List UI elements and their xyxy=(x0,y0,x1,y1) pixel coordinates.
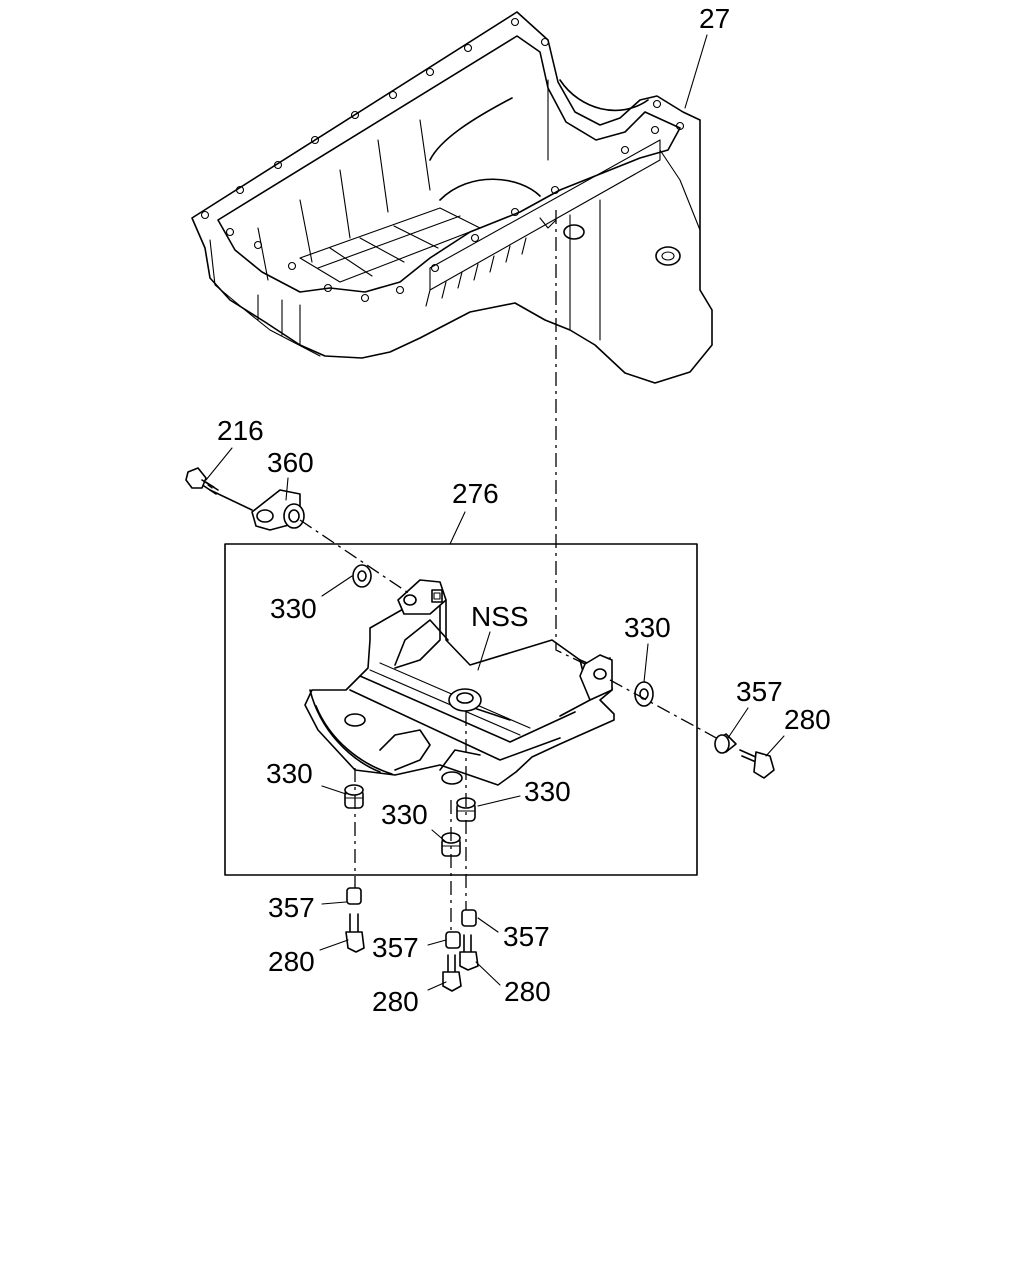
bracket-360 xyxy=(251,489,305,531)
grommet-bottom-left xyxy=(344,784,364,809)
baffle-plate xyxy=(304,579,615,786)
grommet-top-left xyxy=(352,564,372,588)
oil-pan xyxy=(191,11,713,384)
collar-bottom-center xyxy=(445,931,461,949)
callout-357-bottom-left: 357 xyxy=(268,892,315,923)
callout-357-bottom-center: 357 xyxy=(372,932,419,963)
collar-bottom-right xyxy=(461,909,477,927)
callout-357-bottom-right: 357 xyxy=(503,921,550,952)
callout-280-bottom-right: 280 xyxy=(504,976,551,1007)
bolt-right xyxy=(739,749,775,779)
callout-280-bottom-center: 280 xyxy=(372,986,419,1017)
callout-280-right: 280 xyxy=(784,704,831,735)
bolt-bottom-center xyxy=(442,954,462,992)
collar-right xyxy=(714,733,737,754)
callout-330-top-left: 330 xyxy=(270,593,317,624)
callout-330-bottom-center: 330 xyxy=(381,799,428,830)
callout-280-bottom-left: 280 xyxy=(268,946,315,977)
callout-216: 216 xyxy=(217,415,264,446)
callout-330-bottom-right: 330 xyxy=(524,776,571,807)
callout-27: 27 xyxy=(699,3,730,34)
callout-276: 276 xyxy=(452,478,499,509)
callout-nss: NSS xyxy=(471,601,529,632)
bolt-bottom-right xyxy=(459,934,479,971)
bolt-216 xyxy=(185,467,253,511)
kit-boundary-box xyxy=(224,543,698,876)
callout-330-right: 330 xyxy=(624,612,671,643)
assembly-centerlines xyxy=(299,210,721,932)
callout-360: 360 xyxy=(267,447,314,478)
callout-357-right: 357 xyxy=(736,676,783,707)
leader-lines xyxy=(205,34,785,991)
bolt-bottom-left xyxy=(345,913,365,953)
callout-330-bottom-left: 330 xyxy=(266,758,313,789)
collar-bottom-left xyxy=(346,887,362,905)
